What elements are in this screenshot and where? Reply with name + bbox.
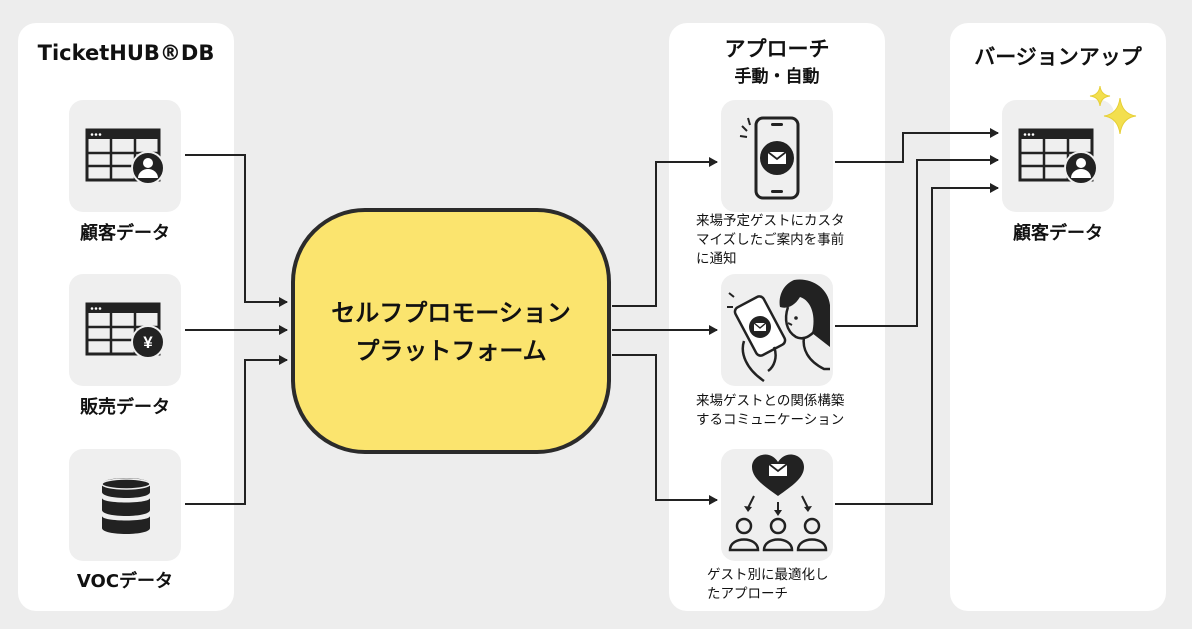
approach-communication-caption: 来場ゲストとの関係構築 するコミュニケーション	[696, 392, 844, 430]
person-phone-icon	[727, 279, 830, 383]
heart-mail-guests-icon	[728, 454, 828, 552]
voc-data-label: VOCデータ	[76, 571, 174, 592]
approach-optimized-caption-line1: ゲスト別に最適化し	[707, 567, 829, 583]
platform-label-line1: セルフプロモーション	[331, 299, 571, 327]
sales-table-icon: ¥	[85, 302, 165, 359]
platform-label: セルフプロモーション プラットフォーム	[291, 294, 611, 370]
customer-table-sparkle-icon	[1018, 128, 1098, 185]
customer-data-label: 顧客データ	[80, 223, 170, 244]
approach-notify-caption-line1: 来場予定ゲストにカスタ	[696, 213, 845, 229]
approach-notify-caption-line2: マイズしたご案内を事前	[696, 232, 845, 248]
customer-table-icon	[85, 128, 165, 185]
approach-subtitle: 手動・自動	[734, 67, 820, 87]
approach-optimized-caption: ゲスト別に最適化し たアプローチ	[707, 566, 829, 604]
sales-data-label: 販売データ	[80, 397, 170, 418]
tickethub-db-title: TicketHUB®DB	[37, 41, 215, 65]
approach-communication-caption-line1: 来場ゲストとの関係構築	[696, 393, 845, 409]
platform-shape	[291, 208, 611, 454]
approach-communication-caption-line2: するコミュニケーション	[696, 412, 845, 428]
platform-label-line2: プラットフォーム	[355, 337, 547, 365]
smartphone-mail-icon	[739, 116, 800, 200]
approach-notify-caption: 来場予定ゲストにカスタ マイズしたご案内を事前 に通知	[696, 212, 845, 269]
approach-optimized-caption-line2: たアプローチ	[707, 586, 788, 602]
version-up-title: バージョンアップ	[974, 45, 1142, 69]
svg-text:¥: ¥	[143, 333, 153, 352]
approach-title: アプローチ	[724, 37, 830, 61]
approach-notify-caption-line3: に通知	[696, 251, 737, 267]
sparkle-icon	[1089, 85, 1137, 135]
database-icon	[101, 478, 151, 534]
version-customer-data-label: 顧客データ	[1013, 223, 1103, 244]
